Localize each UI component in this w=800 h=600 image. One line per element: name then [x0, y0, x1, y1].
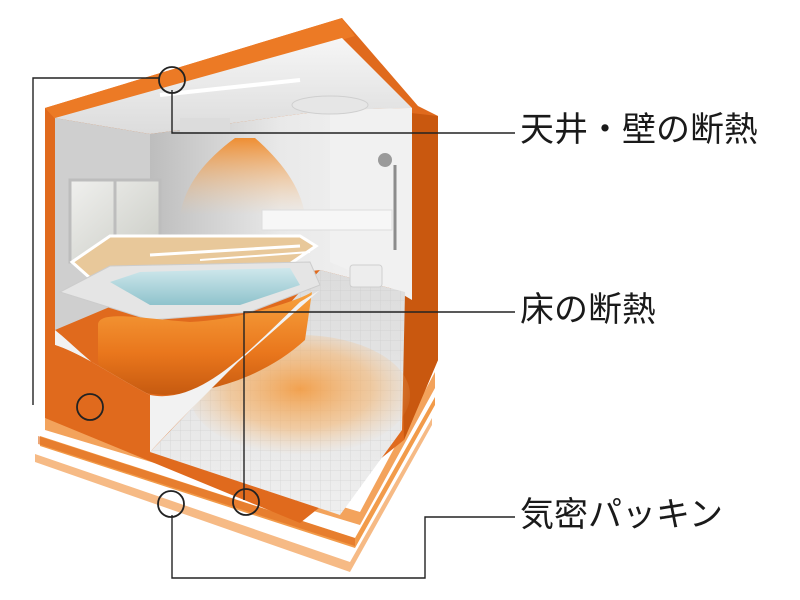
- callout-line-ceiling: [171, 90, 515, 134]
- markers: [76, 66, 260, 518]
- callout-line-left: [32, 77, 160, 405]
- label-floor-insulation: 床の断熱: [520, 290, 656, 330]
- circle-marker-gasket: [157, 490, 185, 518]
- callout-line-floor: [243, 311, 515, 500]
- circle-marker-floor: [232, 488, 260, 516]
- callout-lines: [32, 77, 515, 579]
- label-airtight-gasket: 気密パッキン: [520, 495, 723, 535]
- circle-marker-wall: [76, 393, 104, 421]
- label-ceiling-wall-insulation: 天井・壁の断熱: [520, 110, 758, 150]
- callout-line-gasket: [171, 515, 515, 579]
- bathtub: [58, 234, 321, 395]
- circle-marker-ceiling: [158, 66, 186, 94]
